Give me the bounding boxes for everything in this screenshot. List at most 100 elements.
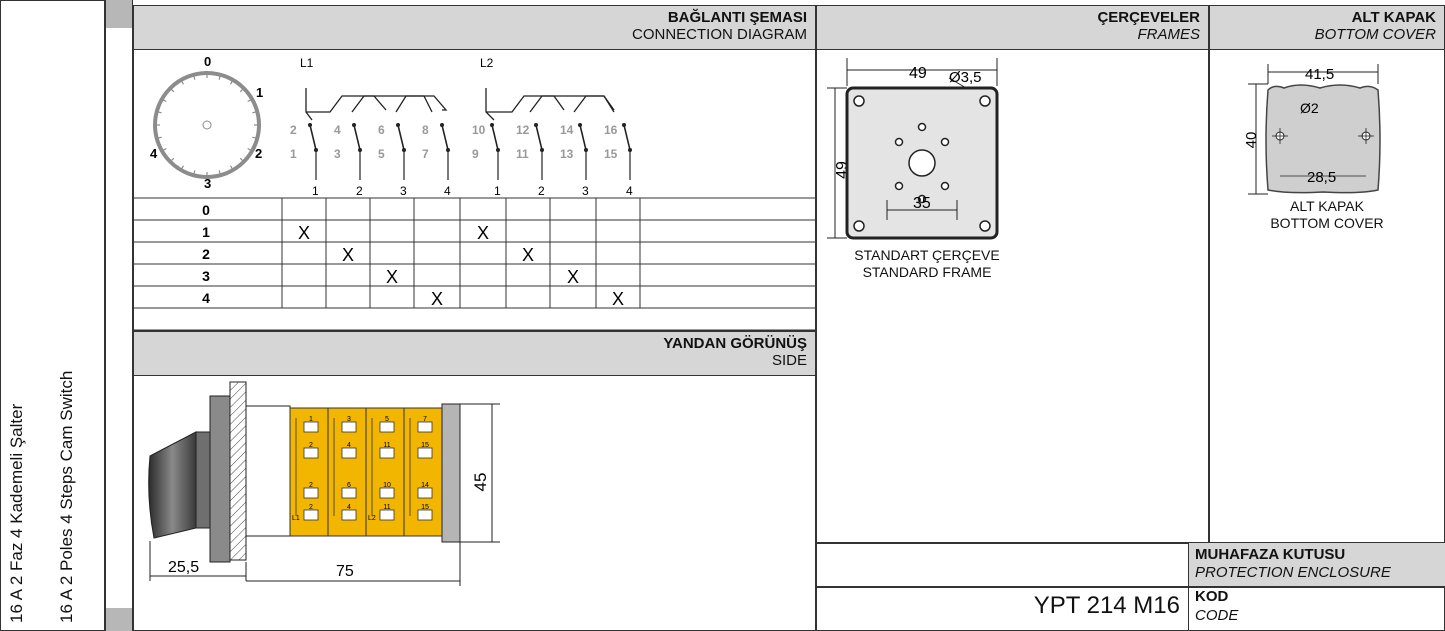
module-phase-l2: L2 [368, 515, 376, 522]
contact-dot [622, 123, 626, 127]
dial-pos-0: 0 [204, 54, 211, 69]
dial-tick [193, 75, 196, 80]
contact-dot [308, 123, 312, 127]
dial-tick [239, 88, 244, 93]
contact-number-bottom: 13 [560, 147, 574, 161]
contact-number-top: 16 [604, 123, 618, 137]
module-terminal [417, 421, 433, 433]
frame-inner-dim [886, 200, 958, 220]
contact-dot [352, 123, 356, 127]
frames-section [816, 5, 1209, 543]
enclosure-label-cell: MUHAFAZA KUTUSU PROTECTION ENCLOSURE [1189, 543, 1445, 587]
cover-caption-en: BOTTOM COVER [1270, 215, 1384, 231]
enclosure-title-tr: MUHAFAZA KUTUSU [1195, 546, 1346, 563]
code-label-cell: KOD CODE [1189, 588, 1445, 630]
dial-tick [170, 88, 175, 93]
contact-blade [309, 124, 317, 151]
terminal-label: 1 [494, 184, 501, 198]
contact-dot [578, 123, 582, 127]
code-label-en: CODE [1195, 607, 1239, 624]
dim-height-label: 45 [471, 473, 490, 492]
module-terminal-label: 14 [421, 482, 429, 489]
side-title-panel: 16 A 2 Faz 4 Kademeli Şalter 16 A 2 Pole… [0, 0, 105, 631]
dial-tick [162, 147, 167, 152]
dial-tick [252, 136, 257, 139]
contact-number-bottom: 1 [290, 147, 297, 161]
module-terminal [379, 421, 395, 433]
knob-collar [195, 431, 211, 529]
frames-title-tr: ÇERÇEVELER [1097, 9, 1200, 26]
module-terminal-label: 4 [347, 504, 351, 511]
module-terminal [341, 509, 357, 521]
cover-hole-label: Ø2 [1300, 100, 1319, 116]
connection-title-en: CONNECTION DIAGRAM [631, 26, 807, 43]
module-terminal [417, 447, 433, 459]
contact-number-top: 14 [560, 123, 574, 137]
dial-tick [170, 157, 175, 162]
dim-length-label: 75 [336, 563, 354, 580]
module-terminal-label: 6 [347, 482, 351, 489]
dial-tick [157, 111, 162, 114]
contact-number-top: 8 [422, 123, 429, 137]
module-phase-l1: L1 [292, 515, 300, 522]
product-code: YPT 214 M16 [1033, 592, 1180, 619]
module-terminal-label: 2 [309, 442, 313, 449]
dial-pos-2: 2 [255, 146, 262, 161]
frame-drawing-svg: 49 Ø3,5 49 35 [827, 58, 999, 240]
module-terminal-label: 10 [383, 482, 391, 489]
dim-front-label: 25,5 [168, 559, 199, 576]
terminal-label: 2 [356, 184, 363, 198]
module-terminal-label: 5 [385, 416, 389, 423]
module-terminal-label: 2 [309, 482, 313, 489]
knob-flange [209, 395, 231, 563]
bottom-cover-title-en: BOTTOM COVER [1314, 26, 1436, 43]
module-terminal-label: 1 [309, 416, 313, 423]
dial-pos-3: 3 [204, 176, 211, 191]
switch-wiring [305, 88, 615, 121]
module-terminal [303, 447, 319, 459]
selector-dial: 0 1 2 3 4 [150, 54, 263, 191]
module-terminal-label: 11 [383, 442, 390, 449]
terminal-label: 1 [312, 184, 319, 198]
table-contact-mark: X [567, 267, 579, 287]
contact-number-bottom: 15 [604, 147, 618, 161]
cover-caption: ALT KAPAK BOTTOM COVER [1210, 198, 1444, 232]
connection-diagram-svg: 0 1 2 3 4 L1 L2 21436587109121114131615 … [134, 54, 815, 330]
switch-body [245, 405, 291, 537]
module-terminal [341, 487, 357, 499]
module-terminal-label: 3 [347, 416, 351, 423]
dial-tick [218, 75, 221, 80]
terminal-label: 2 [538, 184, 545, 198]
contact-blade [535, 124, 543, 151]
end-block [441, 403, 461, 543]
table-contact-mark: X [612, 289, 624, 309]
terminal-label: 4 [444, 184, 451, 198]
frame-caption-tr: STANDART ÇERÇEVE [854, 247, 1000, 263]
dim-height-lines [460, 403, 500, 543]
dial-tick [180, 80, 185, 85]
terminal-label: 4 [626, 184, 633, 198]
contact-number-bottom: 3 [334, 147, 341, 161]
contact-number-top: 12 [516, 123, 530, 137]
module-terminal-label: 2 [309, 504, 313, 511]
module-terminal [417, 487, 433, 499]
contact-number-top: 2 [290, 123, 297, 137]
enclosure-title-en: PROTECTION ENCLOSURE [1195, 564, 1391, 581]
contact-blade [353, 124, 361, 151]
frame-caption: STANDART ÇERÇEVE STANDARD FRAME [817, 247, 1037, 281]
contact-dot [440, 123, 444, 127]
bottom-cover-title-tr: ALT KAPAK [1351, 9, 1436, 26]
dial-pos-4: 4 [150, 146, 158, 161]
dim-bottom-lines [149, 541, 461, 586]
dial-tick [229, 80, 234, 85]
dial-tick [180, 165, 185, 170]
contact-number-bottom: 11 [516, 147, 529, 161]
frame-dim-lines [827, 58, 998, 239]
corner-strip-top [105, 0, 133, 28]
corner-strip-bottom [105, 608, 133, 631]
contact-blade [579, 124, 587, 151]
side-title-tr: YANDAN GÖRÜNÜŞ [663, 335, 807, 352]
